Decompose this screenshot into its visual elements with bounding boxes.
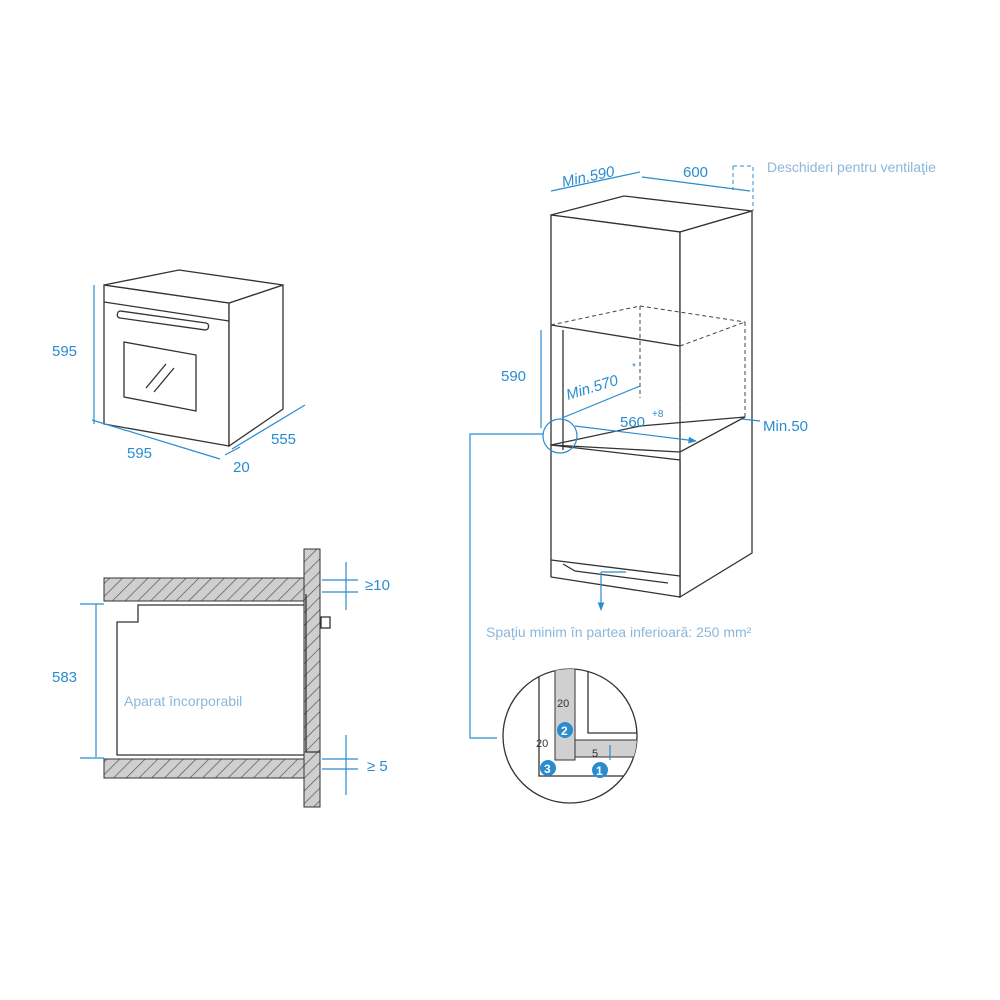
oven-side: [228, 284, 284, 448]
niche-left-post: [550, 325, 564, 450]
bottom-note: Spaţiu minim în partea inferioară: 250 m…: [486, 624, 752, 640]
oven-control-strip: [103, 301, 230, 322]
niche-width-sup: +8: [652, 409, 664, 420]
min-gap-label: Min.50: [763, 418, 808, 435]
badge-2: 2: [561, 724, 568, 738]
cabinet-upper-front: [550, 214, 681, 347]
oven-front: [103, 284, 230, 447]
detail-corner: [587, 669, 637, 734]
badge-1-circle: [592, 762, 608, 778]
glass-reflection-2: [153, 367, 175, 393]
appliance-door: [305, 594, 320, 753]
oven-depth-dim-line: [231, 404, 306, 450]
min-depth-label: Min.570: [564, 372, 621, 404]
oven-window: [123, 341, 197, 412]
detail-view: 20 20 5 1 2 3: [502, 668, 638, 804]
badge-1: 1: [596, 764, 603, 778]
badge-3: 3: [544, 762, 551, 776]
oven-door-label: 20: [233, 459, 250, 476]
badge-2-circle: [557, 722, 573, 738]
vent-note: Deschideri pentru ventilaţie: [767, 159, 936, 175]
oven-view: 595 595 555 20: [52, 269, 306, 476]
bottom-gap-label: ≥ 5: [367, 758, 388, 775]
front-frame: [303, 548, 321, 808]
min-depth-sup: *: [632, 362, 636, 373]
depth-dim-line: [641, 176, 751, 192]
oven-width-dim-line: [91, 419, 221, 460]
niche-back: [639, 306, 746, 417]
detail-dim-a: 20: [557, 698, 569, 710]
cabinet-side: [679, 210, 753, 599]
badge-3-circle: [540, 760, 556, 776]
detail-leader-line: [469, 433, 543, 739]
detail-outer: [538, 669, 637, 777]
min-width-label: Min.590: [560, 163, 616, 191]
section-height-label: 583: [52, 669, 77, 686]
appliance-outline: [116, 604, 304, 756]
min-width-dim-line: [550, 171, 641, 192]
oven-depth-label: 555: [271, 431, 296, 448]
detail-dim-b: 20: [536, 738, 548, 750]
cabinet-view: Min.590 600 Deschideri pentru ventilaţie…: [469, 159, 936, 739]
section-view: ≥10 583 ≥ 5 Aparat încorporabil: [52, 548, 390, 808]
detail-post: [554, 669, 576, 761]
appliance-label: Aparat încorporabil: [124, 693, 242, 709]
detail-panel: [574, 739, 637, 758]
vent-marker: [732, 165, 754, 211]
depth-label: 600: [683, 164, 708, 181]
min-depth-dim-line: [561, 385, 641, 419]
niche-width-dim-line: [574, 425, 697, 444]
min-gap-dim-line: [741, 418, 761, 422]
oven-handle: [116, 310, 210, 331]
top-shelf: [103, 577, 305, 602]
detail-callout-circle: [542, 418, 578, 454]
oven-door-dim-line: [224, 446, 241, 456]
glass-reflection-1: [145, 363, 167, 389]
niche-floor: [550, 416, 746, 453]
appliance-knob: [320, 616, 331, 629]
top-gap-label: ≥10: [365, 577, 390, 594]
niche-width-label: 560: [620, 414, 645, 431]
bottom-shelf: [103, 758, 305, 779]
oven-top: [103, 269, 284, 304]
detail-dim-c: 5: [592, 748, 598, 760]
niche-height-label: 590: [501, 368, 526, 385]
cabinet-lower-front: [550, 444, 681, 598]
oven-width-label: 595: [127, 445, 152, 462]
oven-height-label: 595: [52, 343, 77, 360]
plinth: [550, 559, 681, 584]
